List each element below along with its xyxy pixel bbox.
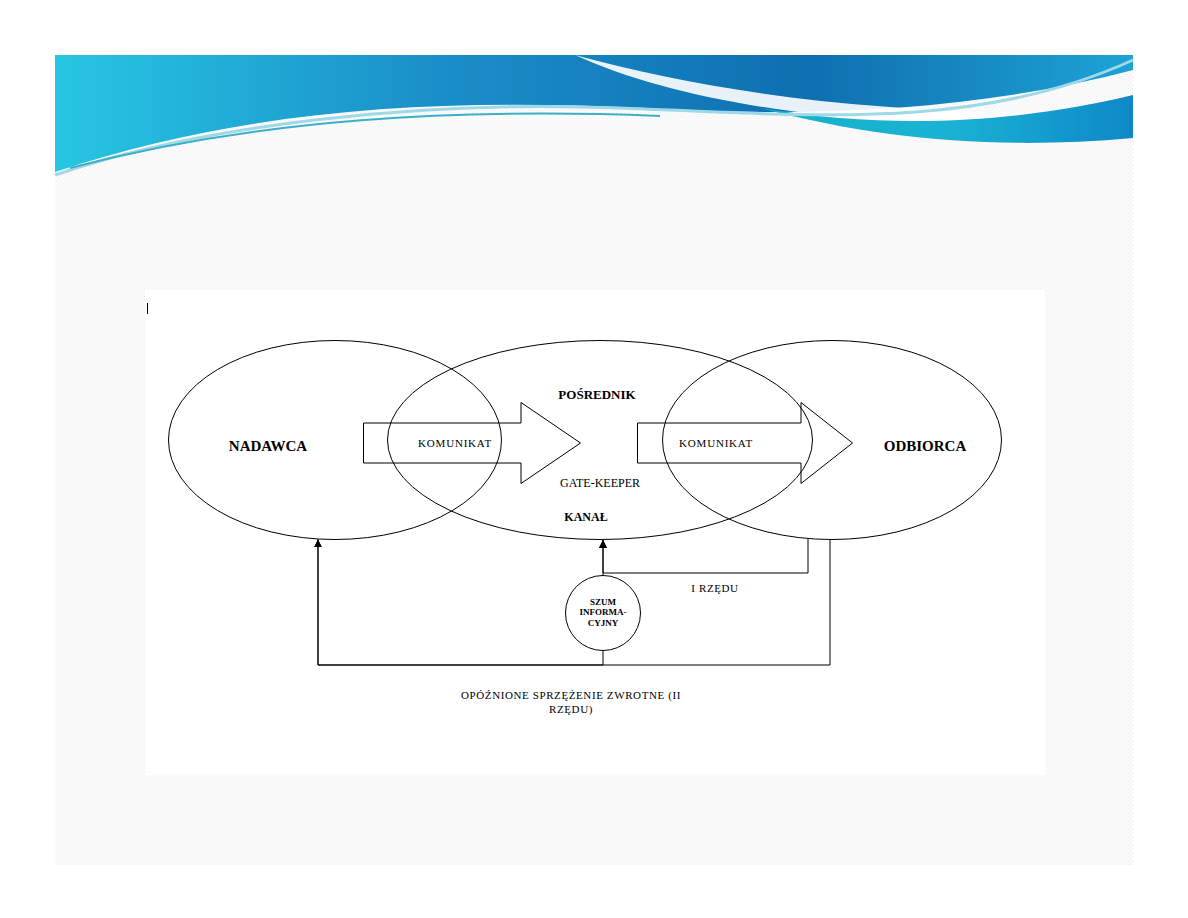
message-arrow: KOMUNIKAT	[363, 402, 581, 484]
header-wave-lower	[760, 95, 1133, 143]
header-line	[70, 114, 660, 168]
node-label: GATE-KEEPER	[560, 477, 640, 491]
content-area	[55, 55, 1133, 865]
message-arrow: KOMUNIKAT	[637, 402, 853, 484]
intermediary-ellipse-outline	[388, 341, 813, 540]
message-arrow-outline	[364, 403, 581, 484]
feedback-line	[318, 539, 603, 665]
edge-label: OPÓŹNIONE SPRZĘŻENIE ZWROTNE (II RZĘDU)	[443, 688, 699, 717]
node-label: POŚREDNIK	[558, 388, 635, 403]
message-arrow-outline	[638, 403, 853, 484]
noise-circle: SZUM INFORMA- CYJNY	[565, 575, 641, 651]
node-label: SZUM INFORMA- CYJNY	[573, 597, 633, 628]
receiver-ellipse-outline	[663, 341, 1002, 540]
edge-label: I RZĘDU	[688, 581, 741, 595]
header-line	[55, 60, 1133, 175]
feedback-line	[603, 540, 604, 575]
noise-circle-outline	[566, 576, 641, 651]
diagram-panel	[145, 290, 1045, 775]
node-label: KANAŁ	[564, 511, 607, 525]
feedback-line	[318, 539, 830, 665]
node-label: NADAWCA	[229, 438, 307, 455]
stray-mark	[147, 303, 148, 314]
node-label: KOMUNIKAT	[677, 437, 755, 450]
node-label: ODBIORCA	[884, 438, 967, 455]
node-label: KOMUNIKAT	[416, 437, 494, 450]
header-wave	[55, 55, 1133, 172]
sender-ellipse-outline	[169, 341, 502, 540]
feedback-line	[603, 539, 808, 573]
